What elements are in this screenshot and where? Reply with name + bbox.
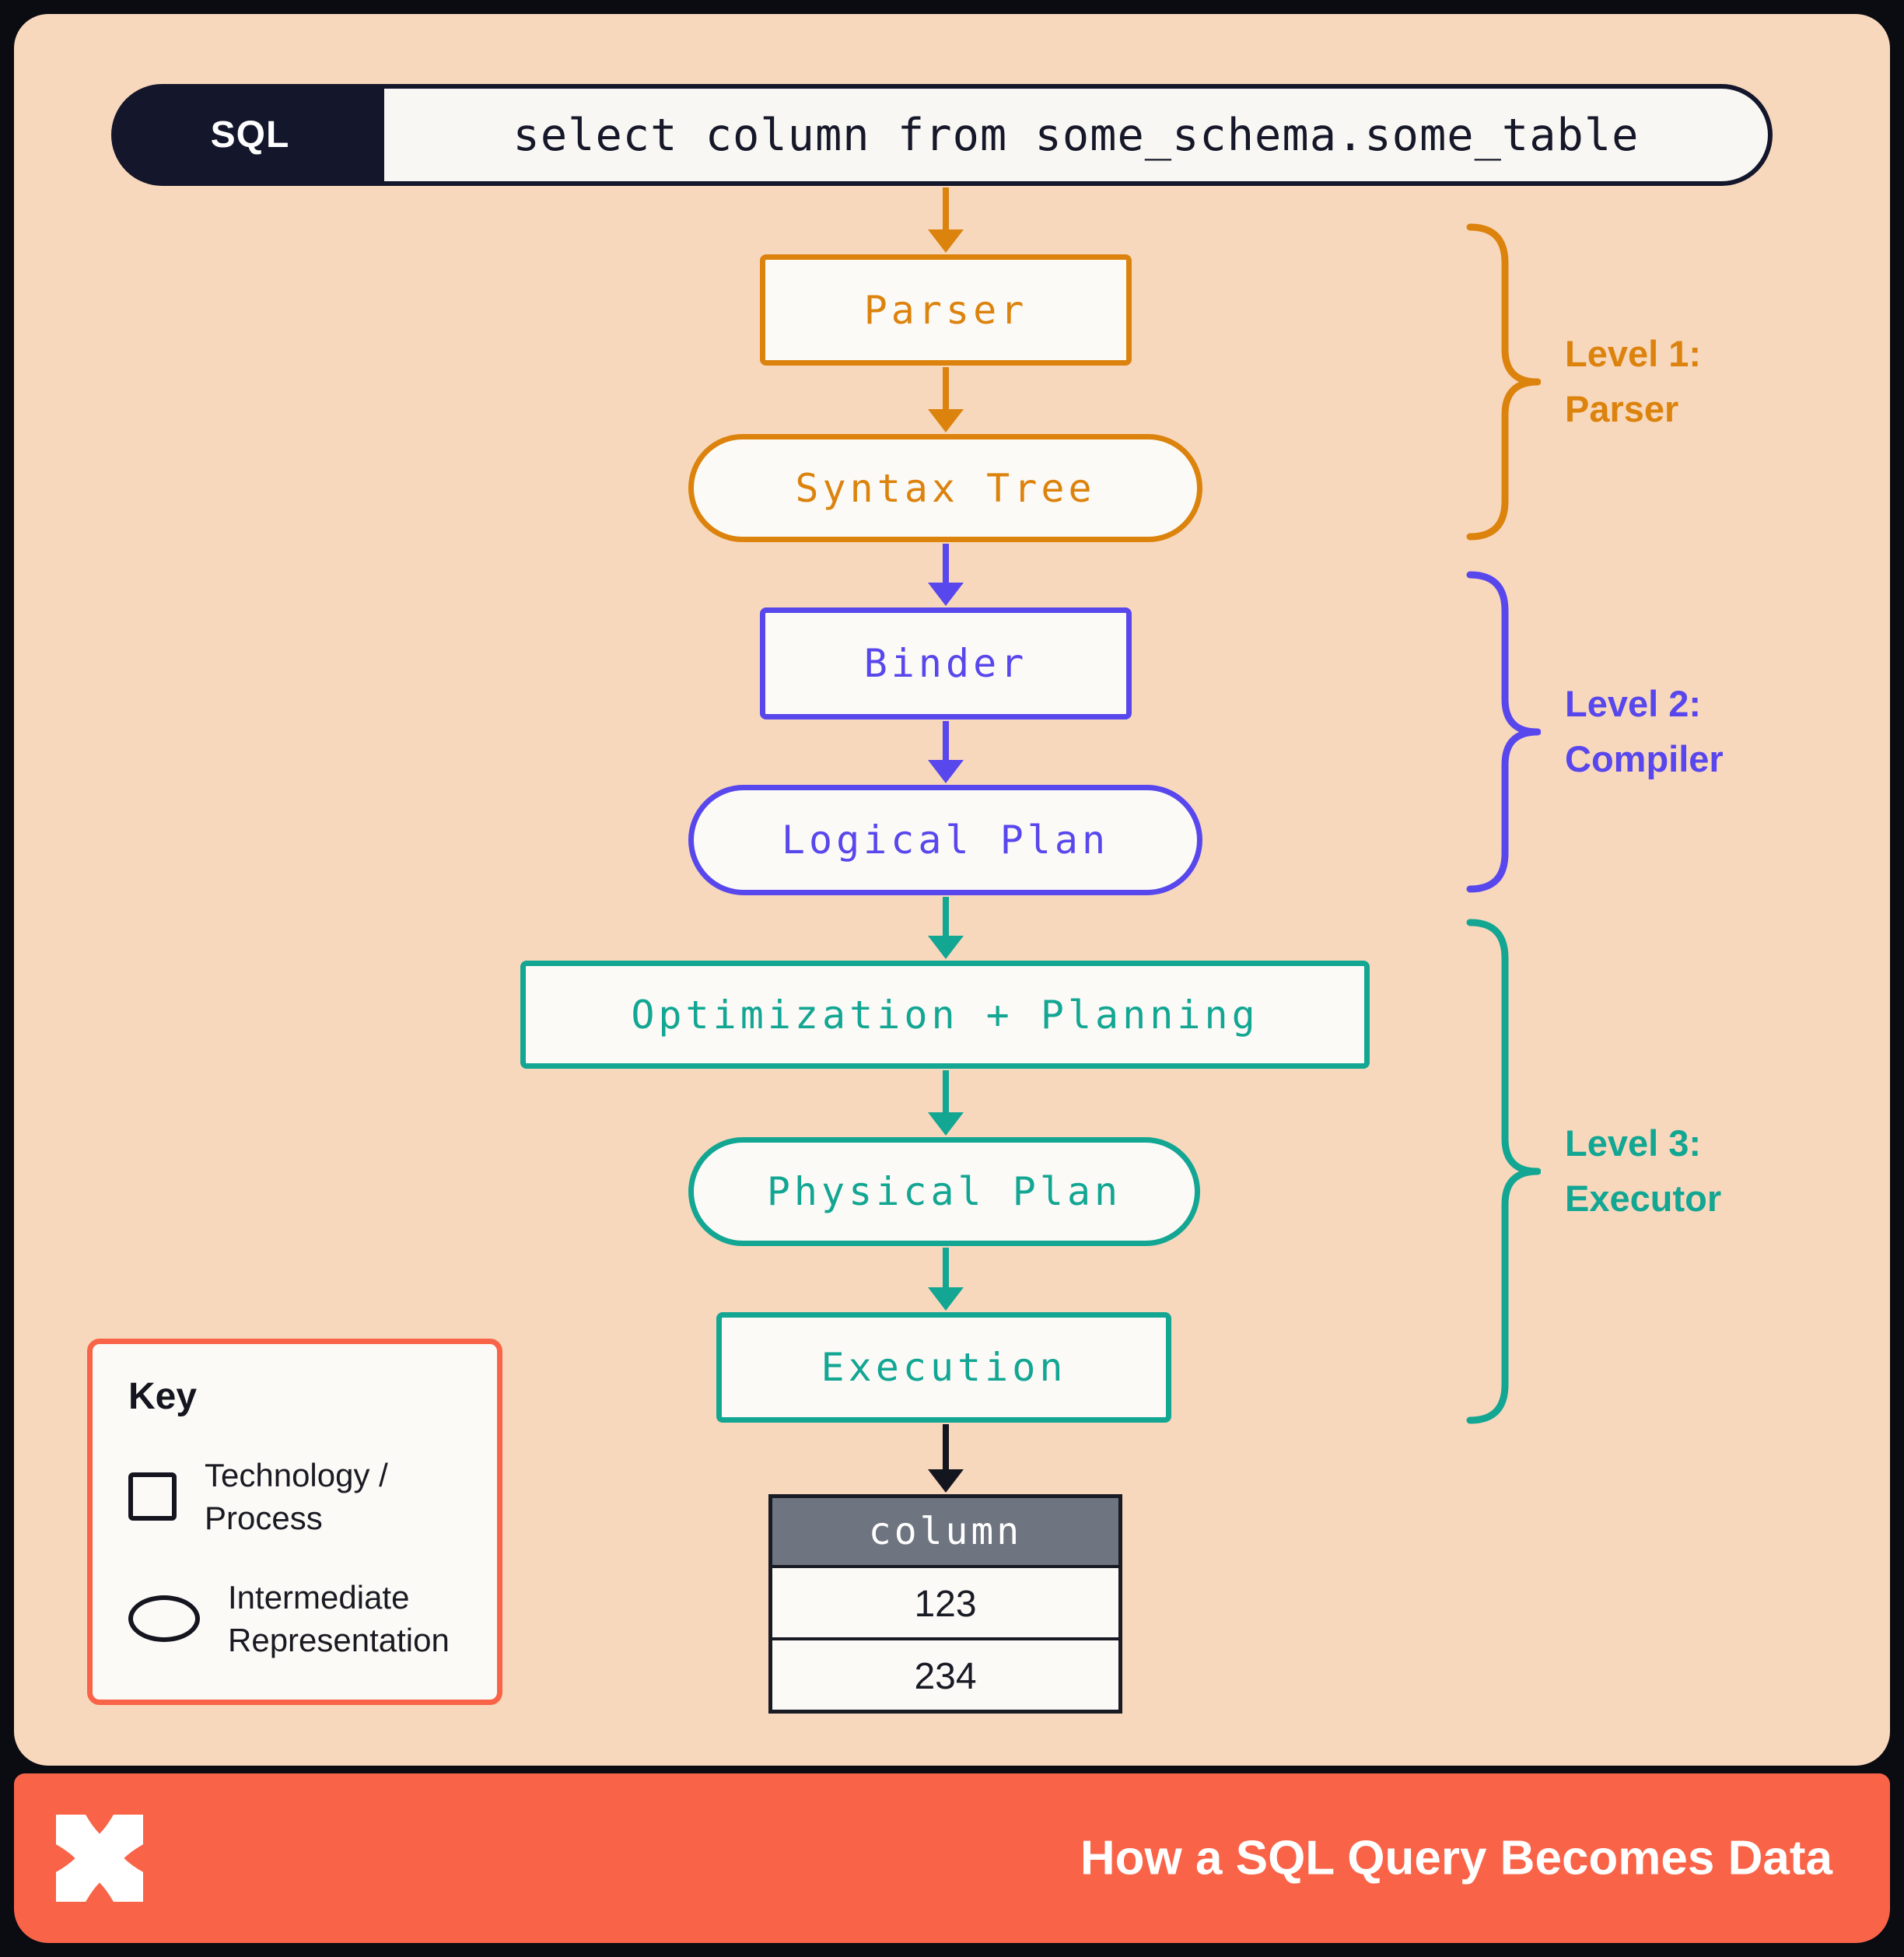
node-physical-plan: Physical Plan	[688, 1137, 1200, 1246]
brand-logo-icon	[56, 1815, 143, 1902]
brace-level-2	[1466, 571, 1541, 893]
level-label-line: Level 3:	[1565, 1122, 1702, 1164]
key-item-intermediate: Intermediate Representation	[128, 1576, 497, 1662]
brace-level-3	[1466, 919, 1541, 1424]
footer-title: How a SQL Query Becomes Data	[1080, 1831, 1832, 1885]
node-logical-plan: Logical Plan	[688, 785, 1202, 895]
level-label-line: Executor	[1565, 1178, 1722, 1220]
table-row: 234	[772, 1637, 1118, 1710]
key-label-line: Intermediate	[228, 1578, 410, 1616]
sql-badge: SQL	[116, 89, 384, 181]
flow-arrow	[928, 544, 964, 606]
key-title: Key	[128, 1376, 198, 1417]
node-label: Logical Plan	[781, 817, 1110, 863]
sql-query-text: select column from some_schema.some_tabl…	[384, 89, 1768, 181]
table-row: 123	[772, 1565, 1118, 1637]
flow-arrow	[928, 721, 964, 783]
key-item-process: Technology / Process	[128, 1454, 497, 1540]
node-binder: Binder	[760, 607, 1132, 719]
brace-level-1	[1466, 223, 1541, 541]
node-syntax-tree: Syntax Tree	[688, 434, 1202, 542]
flow-arrow	[928, 1424, 964, 1493]
process-shape-icon	[128, 1472, 177, 1521]
node-label: Physical Plan	[766, 1169, 1122, 1214]
flow-arrow	[928, 1070, 964, 1136]
key-label-line: Representation	[228, 1622, 450, 1659]
result-table-header: column	[772, 1498, 1118, 1565]
level-label-line: Level 1:	[1565, 333, 1702, 374]
intermediate-shape-icon	[128, 1595, 200, 1643]
node-label: Optimization + Planning	[631, 992, 1259, 1038]
key-legend: Key Technology / Process Intermediate Re…	[87, 1339, 502, 1705]
level-2-label: Level 2: Compiler	[1565, 676, 1724, 787]
level-3-label: Level 3: Executor	[1565, 1115, 1721, 1227]
node-label: Binder	[863, 641, 1028, 686]
node-parser: Parser	[760, 254, 1132, 366]
flow-arrow	[928, 897, 964, 959]
node-optimization-planning: Optimization + Planning	[520, 961, 1370, 1069]
flow-arrow	[928, 367, 964, 432]
level-label-line: Compiler	[1565, 738, 1724, 780]
level-label-line: Parser	[1565, 388, 1679, 430]
flow-arrow	[928, 1248, 964, 1311]
key-item-label: Intermediate Representation	[228, 1576, 450, 1662]
level-label-line: Level 2:	[1565, 683, 1702, 724]
footer-bar: How a SQL Query Becomes Data	[14, 1773, 1890, 1943]
key-label-line: Process	[205, 1500, 323, 1537]
node-execution: Execution	[716, 1312, 1171, 1423]
node-label: Execution	[821, 1345, 1067, 1390]
flow-arrow	[928, 187, 964, 253]
result-table: column 123 234	[768, 1494, 1122, 1714]
key-item-label: Technology / Process	[205, 1454, 388, 1540]
node-label: Syntax Tree	[795, 465, 1096, 511]
key-label-line: Technology /	[205, 1457, 388, 1493]
level-1-label: Level 1: Parser	[1565, 326, 1701, 437]
node-label: Parser	[863, 287, 1028, 333]
sql-input-bar: SQL select column from some_schema.some_…	[111, 84, 1773, 186]
